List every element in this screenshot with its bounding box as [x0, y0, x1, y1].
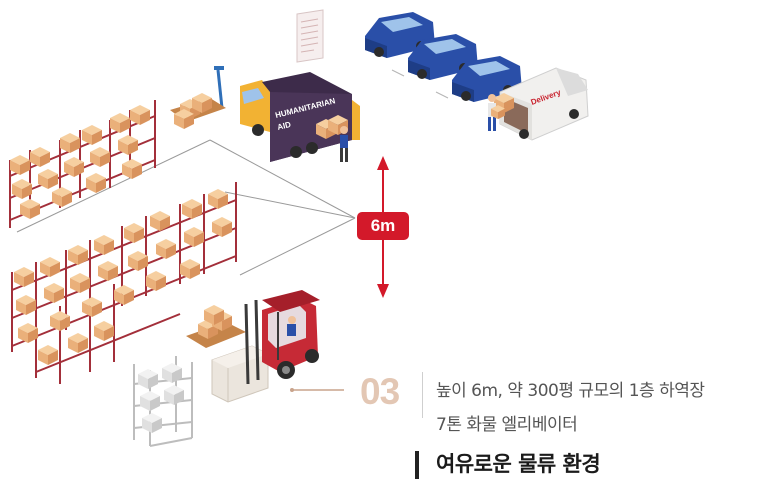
parking-lines [391, 69, 449, 99]
humanitarian-truck-icon: HUMANITARIAN AID [240, 72, 360, 162]
hand-pallet-truck-icon [170, 66, 226, 129]
clipboard-document-icon [296, 9, 324, 63]
delivery-van-icon: Delivery [494, 67, 589, 141]
blue-car-icon [408, 34, 478, 80]
worker-figure-icon [340, 126, 348, 162]
forklift-icon [211, 290, 320, 403]
worker-figure-icon [488, 94, 505, 131]
truck-label-line2: AID [276, 120, 292, 132]
feature-line-1: 높이 6m, 약 300평 규모의 1층 하역장 [436, 381, 705, 401]
gray-boxes [138, 363, 184, 433]
vertical-divider [422, 372, 423, 418]
pallet-boxes-icon [186, 305, 246, 348]
feature-line-2: 7톤 화물 엘리베이터 [436, 415, 578, 435]
feature-caption: 03 높이 6m, 약 300평 규모의 1층 하역장 7톤 화물 엘리베이터 … [360, 368, 770, 488]
callout-connector [290, 388, 344, 392]
step-number: 03 [360, 371, 400, 412]
height-badge: 6m [357, 212, 409, 240]
headline-accent-bar [415, 451, 419, 479]
floor-guide-lines [16, 139, 356, 276]
feature-headline: 여유로운 물류 환경 [436, 452, 601, 476]
